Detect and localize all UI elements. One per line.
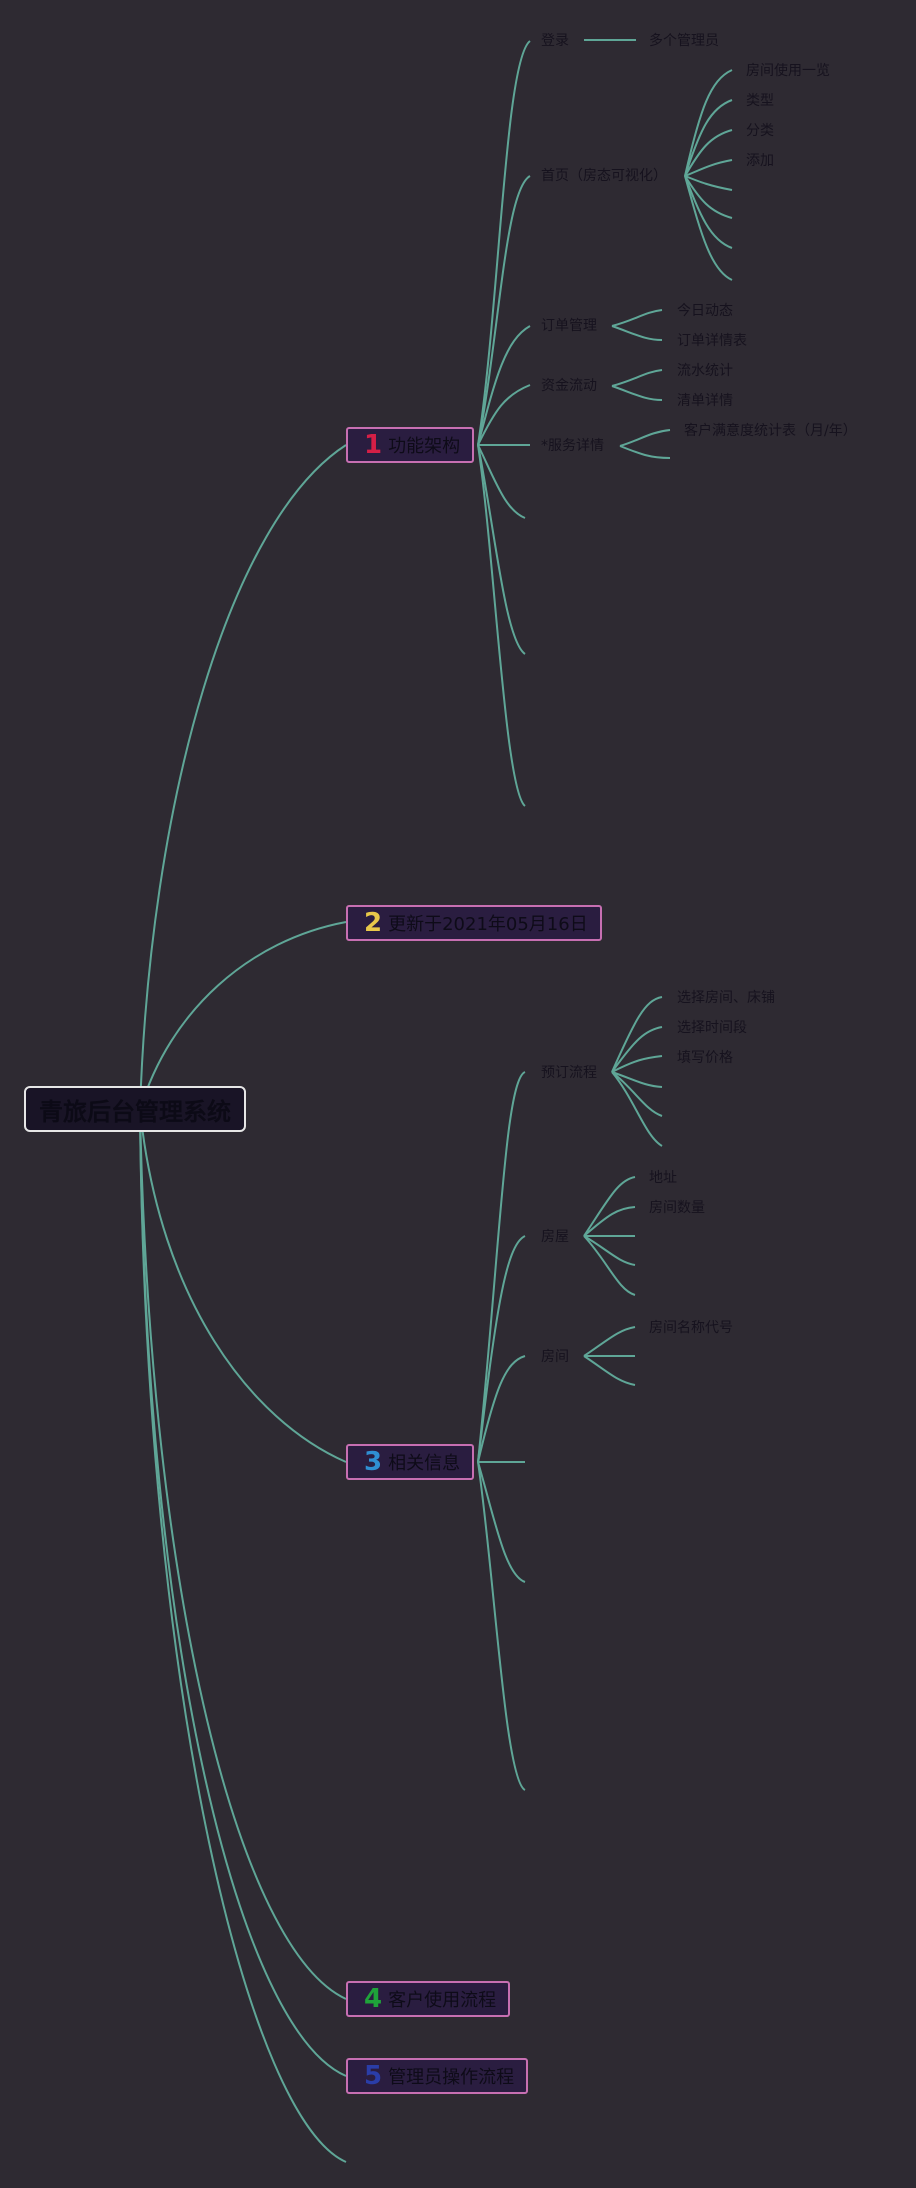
number-badge-1: 1 — [364, 430, 383, 460]
link-root-topic2 — [139, 921, 347, 1111]
link-booking-6 — [611, 1071, 663, 1147]
node-order-details[interactable]: 订单详情表 — [677, 333, 747, 349]
link-house-5 — [583, 1235, 636, 1296]
topic-updated-date[interactable]: 2 更新于2021年05月16日 — [346, 905, 602, 941]
link-t3-house — [477, 1235, 526, 1463]
topic-label: 管理员操作流程 — [388, 2067, 515, 2088]
node-choose-time[interactable]: 选择时间段 — [677, 1020, 747, 1036]
node-order-management[interactable]: 订单管理 — [541, 318, 597, 334]
link-t3-empty2 — [477, 1461, 526, 1583]
link-orders-1 — [611, 309, 663, 327]
node-list-details[interactable]: 清单详情 — [677, 393, 733, 409]
node-satisfaction-stats[interactable]: 客户满意度统计表（月/年） — [684, 423, 857, 439]
link-home-7 — [684, 175, 733, 249]
link-booking-1 — [611, 996, 663, 1073]
node-home[interactable]: 首页（房态可视化） — [541, 168, 667, 184]
topic-related-info[interactable]: 3 相关信息 — [346, 1444, 475, 1480]
link-funds-1 — [611, 369, 663, 387]
number-badge-2: 2 — [364, 908, 383, 938]
node-choose-room-bed[interactable]: 选择房间、床铺 — [677, 990, 775, 1006]
link-t1-orders — [477, 325, 531, 446]
node-add[interactable]: 添加 — [746, 153, 774, 169]
link-house-4 — [583, 1235, 636, 1266]
link-home-5 — [684, 175, 733, 191]
link-home-4 — [684, 159, 733, 177]
link-root-topic5 — [139, 1109, 347, 2077]
number-badge-4: 4 — [364, 1984, 383, 2014]
link-booking-4 — [611, 1071, 663, 1088]
topic-label: 更新于2021年05月16日 — [388, 914, 588, 935]
node-login[interactable]: 登录 — [541, 33, 569, 49]
link-t3-empty3 — [477, 1461, 526, 1791]
link-room-3 — [583, 1355, 636, 1386]
link-home-6 — [684, 175, 733, 219]
node-fund-flow[interactable]: 资金流动 — [541, 378, 597, 394]
node-service-details[interactable]: *服务详情 — [541, 438, 604, 454]
link-orders-2 — [611, 325, 663, 341]
number-badge-3: 3 — [364, 1447, 383, 1477]
node-flow-stats[interactable]: 流水统计 — [677, 363, 733, 379]
link-t3-booking — [477, 1071, 526, 1463]
topic-function-architecture[interactable]: 1 功能架构 — [346, 427, 475, 463]
link-funds-2 — [611, 385, 663, 401]
link-home-2 — [684, 99, 733, 177]
link-service-1 — [619, 429, 671, 447]
link-house-1 — [583, 1176, 636, 1237]
node-room-count[interactable]: 房间数量 — [649, 1200, 705, 1216]
link-root-empty — [139, 1109, 347, 2163]
root-title: 青旅后台管理系统 — [39, 1097, 231, 1126]
link-t1-funds — [477, 384, 531, 446]
topic-customer-flow[interactable]: 4 客户使用流程 — [346, 1981, 511, 2017]
topic-label: 相关信息 — [388, 1453, 461, 1474]
link-booking-2 — [611, 1026, 663, 1073]
link-t3-room — [477, 1355, 526, 1463]
link-booking-3 — [611, 1055, 663, 1073]
node-room-code[interactable]: 房间名称代号 — [649, 1320, 733, 1336]
node-today-activity[interactable]: 今日动态 — [677, 303, 733, 319]
node-address[interactable]: 地址 — [649, 1170, 677, 1186]
link-t1-empty2 — [477, 444, 526, 655]
topic-label: 功能架构 — [388, 436, 461, 457]
link-room-1 — [583, 1326, 636, 1357]
node-room[interactable]: 房间 — [541, 1349, 569, 1365]
number-badge-5: 5 — [364, 2061, 383, 2091]
node-fill-price[interactable]: 填写价格 — [677, 1050, 733, 1066]
link-t1-empty1 — [477, 444, 526, 519]
node-house[interactable]: 房屋 — [541, 1229, 569, 1245]
link-t1-empty3 — [477, 444, 526, 807]
node-room-usage[interactable]: 房间使用一览 — [746, 63, 830, 79]
node-category[interactable]: 分类 — [746, 123, 774, 139]
link-root-topic1 — [139, 444, 347, 1111]
link-service-2 — [619, 445, 671, 459]
link-root-topic3 — [139, 1109, 347, 1463]
link-home-1 — [684, 69, 733, 177]
link-house-2 — [583, 1206, 636, 1237]
topic-label: 客户使用流程 — [388, 1990, 497, 2011]
link-home-3 — [684, 129, 733, 177]
link-booking-5 — [611, 1071, 663, 1117]
link-root-topic4 — [139, 1109, 347, 2000]
node-multiple-admins[interactable]: 多个管理员 — [649, 33, 719, 49]
topic-admin-flow[interactable]: 5 管理员操作流程 — [346, 2058, 529, 2094]
node-type[interactable]: 类型 — [746, 93, 774, 109]
node-booking-flow[interactable]: 预订流程 — [541, 1065, 597, 1081]
link-t1-login — [477, 40, 531, 446]
root-node[interactable]: 青旅后台管理系统 — [24, 1086, 246, 1132]
link-t1-home — [477, 175, 531, 446]
link-home-8 — [684, 175, 733, 281]
